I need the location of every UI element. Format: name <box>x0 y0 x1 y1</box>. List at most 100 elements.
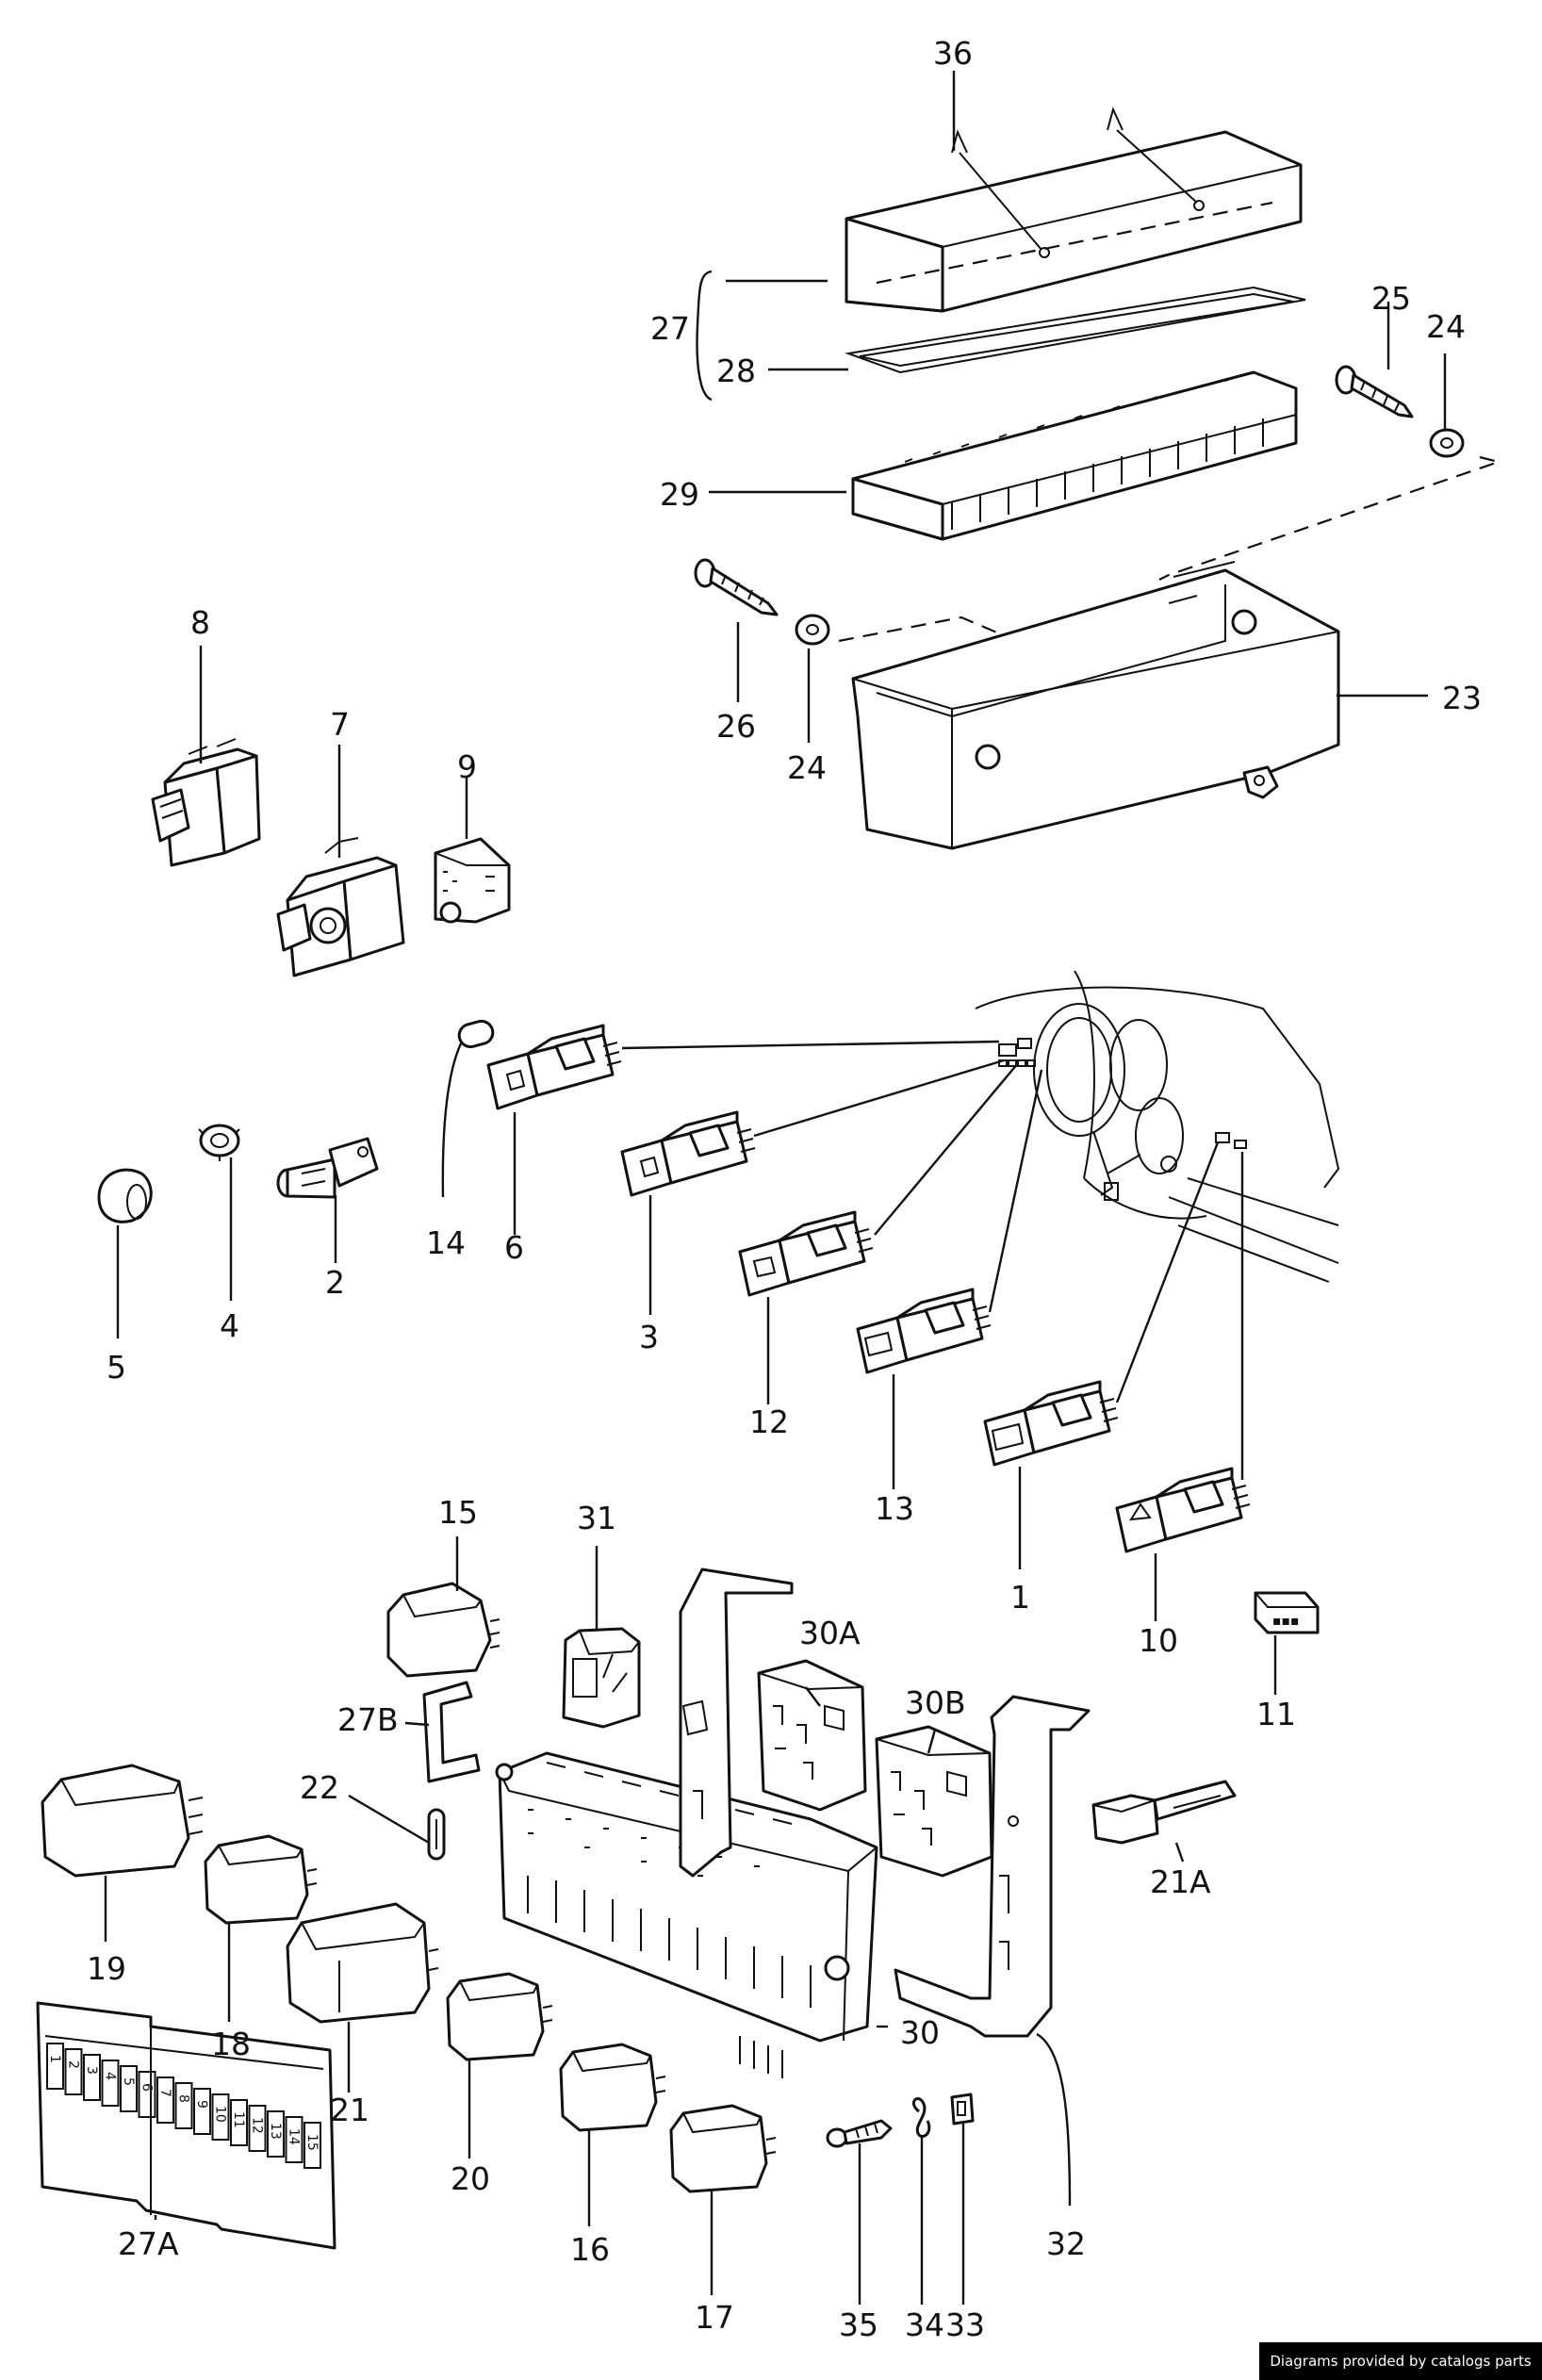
part-3-switch <box>620 1110 756 1197</box>
part-1-switch <box>983 1380 1119 1467</box>
part-30-bracket <box>679 1568 794 1878</box>
fuse-slot <box>156 2076 174 2124</box>
part-20-relay <box>446 1972 553 2061</box>
label-9: 9 <box>457 748 477 785</box>
part-21A-connector <box>1091 1780 1237 1845</box>
label-27A: 27A <box>118 2225 179 2262</box>
part-10-switch <box>1115 1467 1251 1553</box>
part-32-bracket <box>894 1695 1091 2038</box>
leader-1-dash <box>1115 1141 1220 1403</box>
part-5-cap <box>97 1168 153 1223</box>
label-33: 33 <box>945 2306 985 2343</box>
label-7: 7 <box>330 706 350 743</box>
part-24-washer-upper <box>1429 428 1465 458</box>
label-30B: 30B <box>905 1684 966 1721</box>
part-7-switch <box>276 837 405 977</box>
part-27A-fuse-label-strip <box>36 2001 336 2250</box>
label-16: 16 <box>570 2231 610 2268</box>
label-15: 15 <box>438 1494 478 1531</box>
label-21: 21 <box>330 2092 369 2128</box>
label-29: 29 <box>660 476 699 513</box>
label-20: 20 <box>451 2160 490 2197</box>
part-15-relay <box>386 1582 500 1678</box>
label-30: 30 <box>900 2014 940 2051</box>
fuse-number: 15 <box>304 2134 320 2151</box>
part-6-switch <box>486 1024 622 1110</box>
fuse-slot <box>120 2065 138 2112</box>
fuse-slot <box>174 2082 193 2129</box>
fuse-slot <box>303 2122 321 2169</box>
connector-11-marking: ▪▪▪ <box>1272 1614 1299 1629</box>
label-28: 28 <box>716 353 756 389</box>
part-28-gasket <box>845 286 1306 374</box>
fuse-number: 5 <box>121 2077 136 2086</box>
label-32: 32 <box>1046 2225 1086 2262</box>
part-13-switch <box>856 1288 992 1374</box>
label-19: 19 <box>87 1950 126 1987</box>
fuse-slot <box>101 2060 120 2107</box>
part-9-switch <box>434 837 511 924</box>
part-19-relay <box>41 1764 204 1878</box>
label-30A: 30A <box>799 1615 861 1651</box>
part-27B-clip <box>422 1681 481 1783</box>
part-4-knob <box>198 1124 240 1161</box>
fuse-number: 9 <box>194 2100 209 2109</box>
part-30B-socket <box>875 1725 993 1878</box>
fuse-number: 12 <box>250 2117 265 2134</box>
fuse-slot <box>138 2071 156 2118</box>
part-24-washer-lower <box>795 614 830 646</box>
fuse-number: 8 <box>176 2094 191 2103</box>
part-30A-socket <box>757 1659 867 1812</box>
fuse-number: 2 <box>66 2060 81 2069</box>
label-35: 35 <box>839 2306 878 2343</box>
fuse-slot <box>83 2054 101 2101</box>
part-16-relay <box>559 2043 666 2132</box>
label-10: 10 <box>1139 1622 1178 1659</box>
part-26-screw <box>694 558 779 616</box>
label-27B: 27B <box>337 1701 399 1738</box>
fuse-number: 13 <box>268 2123 283 2140</box>
fuse-slot <box>285 2116 303 2163</box>
part-2-switch <box>276 1137 379 1199</box>
label-31: 31 <box>577 1500 616 1536</box>
fuse-slot <box>64 2048 83 2095</box>
fuse-number: 6 <box>139 2083 155 2092</box>
label-13: 13 <box>875 1490 914 1527</box>
fuse-number: 3 <box>84 2066 99 2075</box>
leader-3-dash <box>753 1059 1005 1138</box>
label-24-lower: 24 <box>787 749 827 786</box>
dashed-guide-24-housing <box>838 616 1000 643</box>
dashed-guide-24-23 <box>1158 455 1502 581</box>
label-4: 4 <box>220 1307 239 1344</box>
label-23: 23 <box>1442 680 1482 716</box>
part-18-relay <box>204 1834 318 1925</box>
fuse-number: 11 <box>231 2111 246 2128</box>
label-1: 1 <box>1010 1579 1030 1616</box>
label-22: 22 <box>300 1769 339 1806</box>
fuse-number: 4 <box>103 2072 118 2080</box>
label-3: 3 <box>639 1319 659 1355</box>
label-2: 2 <box>325 1264 345 1301</box>
part-34-spring-clip <box>912 2097 931 2138</box>
fuse-slot <box>248 2105 267 2152</box>
part-22-fuse <box>427 1808 446 1861</box>
label-25: 25 <box>1371 280 1411 317</box>
fuse-slot <box>211 2093 230 2141</box>
fuse-slot <box>230 2099 248 2146</box>
part-35-screw <box>826 2119 893 2148</box>
label-6: 6 <box>504 1229 524 1266</box>
diagram-credit: Diagrams provided by catalogs parts <box>1259 2342 1542 2380</box>
leader-lines <box>104 71 1447 2305</box>
part-11-connector: ▪▪▪ <box>1254 1591 1320 1634</box>
label-17: 17 <box>695 2299 734 2336</box>
part-30-relay-plate <box>495 1751 878 2078</box>
label-8: 8 <box>190 604 210 641</box>
part-12-switch <box>738 1210 874 1297</box>
part-33-clip <box>950 2093 975 2126</box>
leader-6-dash <box>621 1040 1000 1050</box>
label-34: 34 <box>905 2306 944 2343</box>
part-25-screw <box>1335 365 1414 419</box>
fuse-number: 7 <box>157 2089 172 2097</box>
